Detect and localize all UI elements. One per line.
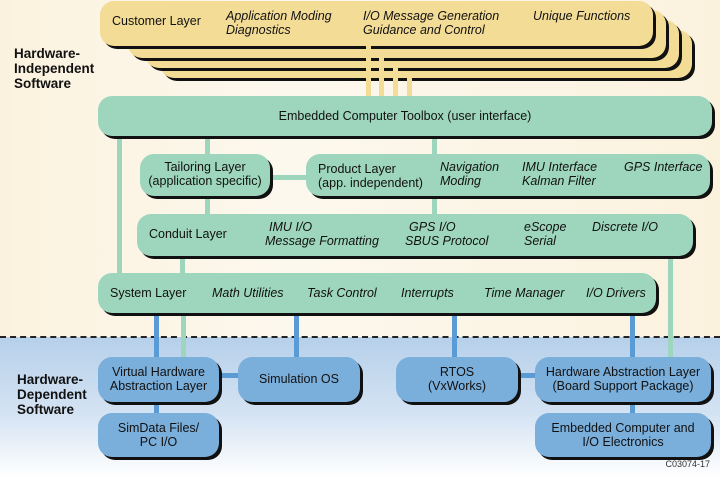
conduit-item: IMU I/O (269, 220, 313, 234)
connector-vhal-simdata (154, 402, 159, 416)
tailoring-subtitle: (application specific) (148, 174, 262, 188)
conduit-title: Conduit Layer (149, 227, 227, 241)
connector-conduit-hal (668, 255, 673, 360)
connector-toolbox-tailoring (205, 136, 210, 156)
system-item: Time Manager (484, 286, 565, 300)
rtos-box: RTOS (VxWorks) (396, 357, 518, 402)
region-divider (0, 336, 720, 338)
box-text: SimData Files/ (117, 421, 200, 435)
connector-system-vhal (154, 312, 159, 360)
virtual-hal-box: Virtual Hardware Abstraction Layer (98, 357, 219, 402)
box-text: (VxWorks) (427, 379, 487, 393)
connector-tailoring-conduit (205, 196, 210, 216)
connector-rtos-hal (515, 373, 539, 378)
box-text: Hardware Abstraction Layer (545, 365, 701, 379)
product-layer: Product Layer (app. independent) Navigat… (306, 154, 710, 196)
customer-connector (366, 46, 371, 96)
product-subtitle: (app. independent) (318, 176, 423, 190)
conduit-layer: Conduit Layer IMU I/O Message Formatting… (137, 214, 693, 256)
box-text: Embedded Computer and (551, 421, 695, 435)
connector-system-vhal (181, 312, 186, 360)
connector-system-rtos (452, 312, 457, 360)
connector-tailoring-product (270, 175, 310, 180)
conduit-item: Discrete I/O (592, 220, 658, 234)
label-line: Software (14, 76, 72, 91)
customer-item: Application Moding (226, 9, 332, 23)
box-text: Virtual Hardware (112, 365, 205, 379)
toolbox-title: Embedded Computer Toolbox (user interfac… (278, 109, 532, 123)
customer-connector (379, 56, 384, 96)
system-layer: System Layer Math Utilities Task Control… (98, 273, 656, 313)
tailoring-layer: Tailoring Layer (application specific) (140, 154, 270, 196)
label-line: Hardware- (14, 46, 81, 61)
conduit-item: Serial (524, 234, 556, 248)
conduit-item: SBUS Protocol (405, 234, 489, 248)
connector-product-conduit (432, 196, 437, 216)
connector-conduit-system (180, 255, 185, 275)
box-text: PC I/O (139, 435, 178, 449)
customer-connector (407, 76, 412, 96)
customer-item: I/O Message Generation (363, 9, 500, 23)
product-item: Kalman Filter (522, 174, 596, 188)
connector-toolbox-system (117, 136, 122, 274)
customer-item: Unique Functions (533, 9, 631, 23)
system-item: Task Control (307, 286, 377, 300)
connector-system-simos (294, 312, 299, 360)
box-text: RTOS (439, 365, 475, 379)
toolbox-layer: Embedded Computer Toolbox (user interfac… (98, 96, 712, 136)
product-item: Moding (440, 174, 481, 188)
product-item: GPS Interface (624, 160, 703, 174)
system-item: Interrupts (401, 286, 454, 300)
product-item: Navigation (440, 160, 500, 174)
simdata-box: SimData Files/ PC I/O (98, 413, 219, 457)
hal-box: Hardware Abstraction Layer (Board Suppor… (535, 357, 711, 402)
customer-layer-title: Customer Layer (112, 14, 201, 28)
figure-code: C03074-17 (665, 459, 710, 469)
product-item: IMU Interface (522, 160, 598, 174)
label-line: Hardware- (17, 372, 84, 387)
hardware-dependent-label: Hardware- Dependent Software (17, 372, 87, 417)
simulation-os-box: Simulation OS (238, 357, 360, 402)
box-text: (Board Support Package) (552, 379, 694, 393)
box-text: Abstraction Layer (109, 379, 208, 393)
conduit-item: GPS I/O (409, 220, 456, 234)
system-item: I/O Drivers (586, 286, 646, 300)
connector-vhal-simos (218, 373, 242, 378)
conduit-item: Message Formatting (265, 234, 379, 248)
hardware-independent-label: Hardware- Independent Software (14, 46, 94, 91)
label-line: Independent (14, 61, 95, 76)
connector-system-hal (630, 312, 635, 360)
label-line: Software (17, 402, 75, 417)
connector-toolbox-product (432, 136, 437, 156)
customer-item: Guidance and Control (363, 23, 485, 37)
customer-layer: Customer Layer Application Moding Diagno… (100, 1, 653, 46)
embedded-computer-box: Embedded Computer and I/O Electronics (535, 413, 711, 457)
box-text: I/O Electronics (582, 435, 664, 449)
system-title: System Layer (110, 286, 187, 300)
label-line: Dependent (17, 387, 87, 402)
box-text: Simulation OS (259, 372, 339, 386)
customer-connector (393, 66, 398, 96)
connector-hal-embedded (630, 402, 635, 416)
conduit-item: eScope (524, 220, 567, 234)
tailoring-title: Tailoring Layer (164, 160, 246, 174)
customer-item: Diagnostics (226, 23, 291, 37)
system-item: Math Utilities (212, 286, 284, 300)
product-title: Product Layer (318, 162, 396, 176)
